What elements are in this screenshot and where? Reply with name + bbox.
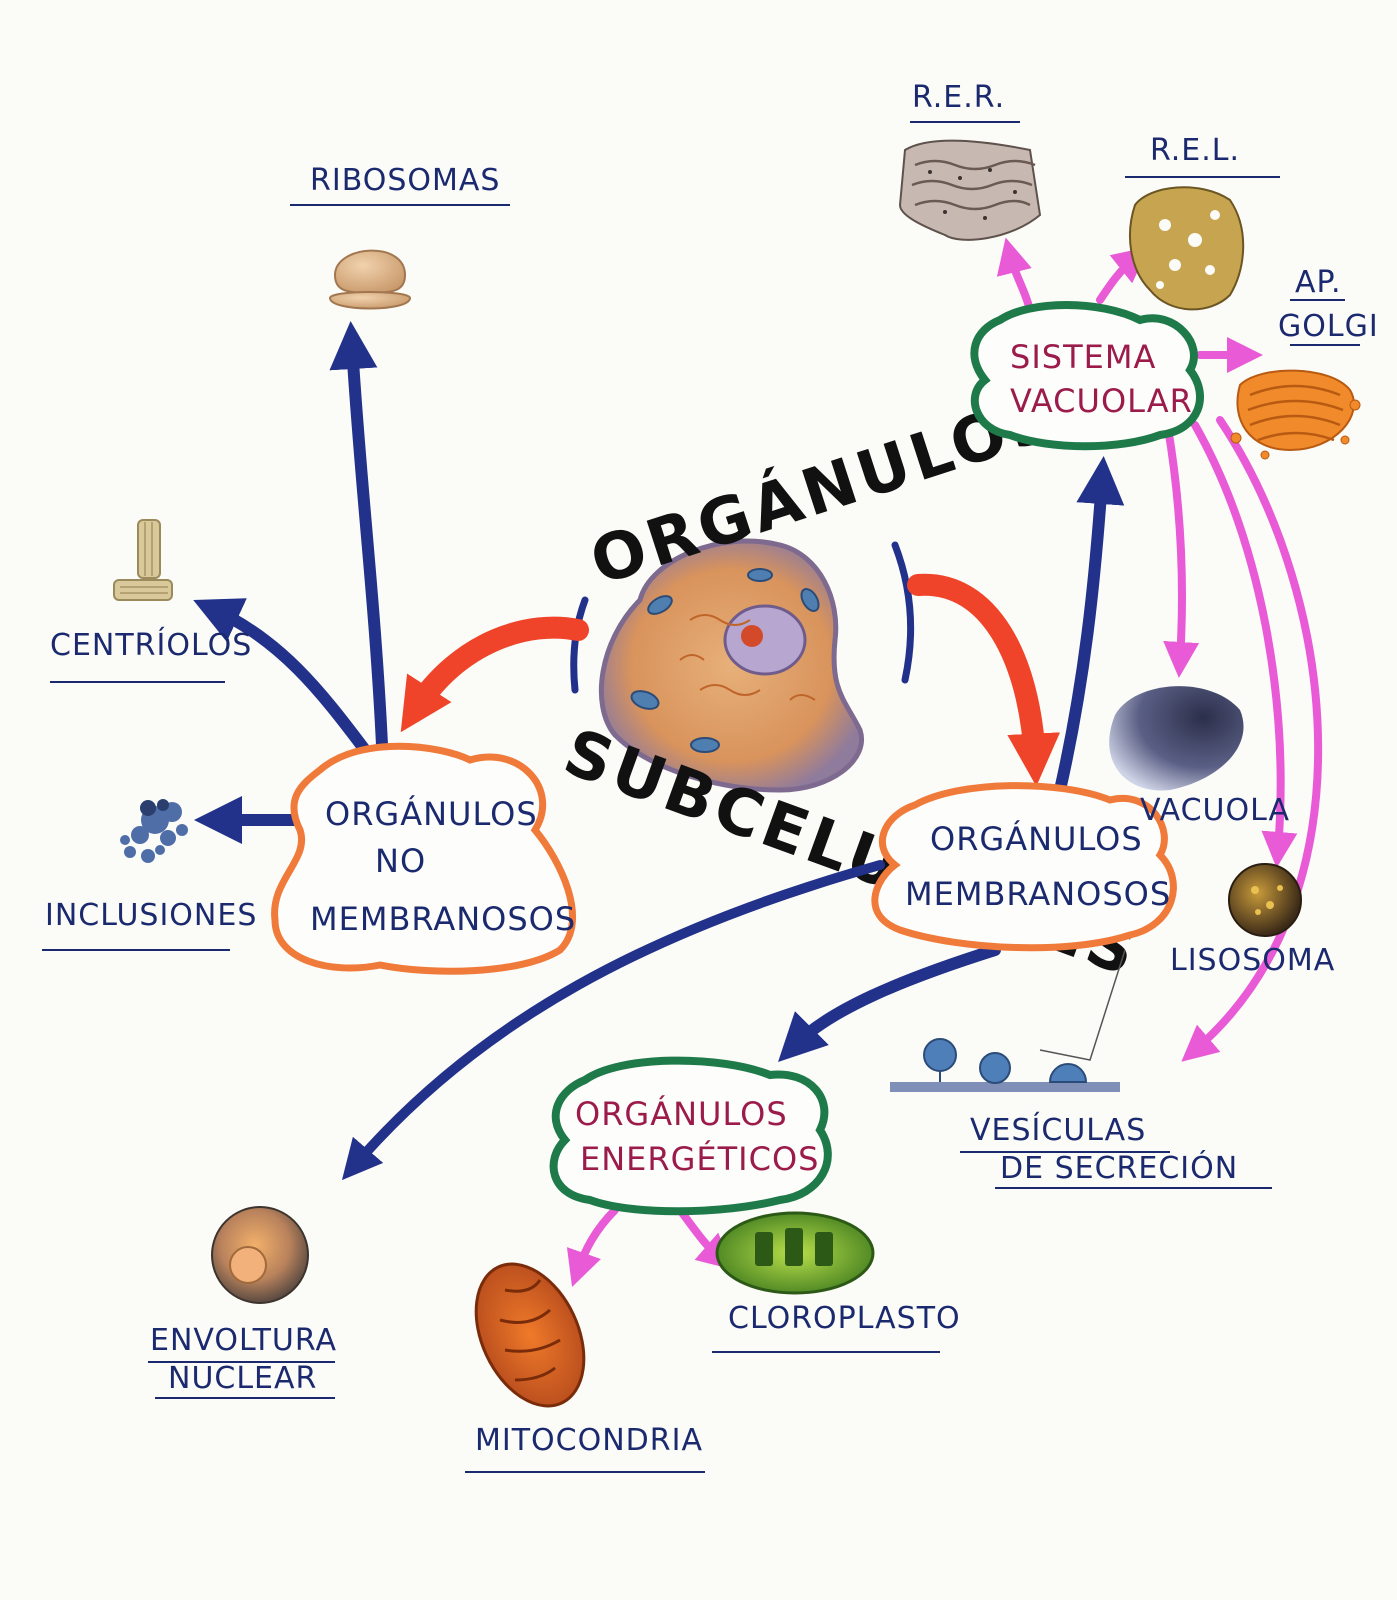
- label-vacuola-text: VACUOLA: [1140, 793, 1290, 828]
- hub-no-membranosos-line1: ORGÁNULOS: [325, 795, 538, 833]
- arrow-to-rel: [1096, 246, 1150, 304]
- bracket-right: [891, 541, 915, 684]
- label-golgi-line1: AP.: [1295, 265, 1341, 300]
- inclusions-picture: [120, 799, 188, 863]
- label-golgi: AP. GOLGI: [1278, 265, 1379, 346]
- ribosome-picture: [328, 249, 412, 310]
- nuclear-envelope-picture: [211, 1206, 309, 1304]
- cell-er: [679, 614, 816, 701]
- arrow-to-sistema-vacuolar: [1054, 456, 1125, 796]
- mitochondrion-picture: [474, 1262, 586, 1408]
- label-ribosomas: RIBOSOMAS: [290, 163, 510, 206]
- golgi-picture: [1230, 369, 1361, 460]
- arrow-to-cloroplasto: [676, 1206, 734, 1270]
- label-vesiculas-line2: DE SECRECIÓN: [1000, 1149, 1238, 1186]
- arrow-to-ribosomas: [329, 321, 388, 751]
- vacuole-picture: [1109, 686, 1244, 791]
- label-golgi-line2: GOLGI: [1278, 309, 1379, 344]
- label-mitocondria-text: MITOCONDRIA: [475, 1423, 703, 1458]
- arrow-to-vesiculas: [1181, 416, 1323, 1062]
- arrow-to-energeticos: [778, 944, 1001, 1062]
- label-rel: R.E.L.: [1125, 133, 1280, 178]
- label-lisosoma-text: LISOSOMA: [1170, 943, 1335, 978]
- label-rer: R.E.R.: [910, 80, 1020, 123]
- arrow-to-rer: [996, 237, 1034, 314]
- label-cloroplasto: CLOROPLASTO: [712, 1301, 961, 1353]
- label-rer-text: R.E.R.: [912, 80, 1005, 115]
- hub-sistema-vacuolar-line2: VACUOLAR: [1010, 382, 1193, 420]
- cloud-energeticos: [549, 1056, 832, 1216]
- label-inclusiones: INCLUSIONES: [42, 898, 257, 951]
- label-ribosomas-text: RIBOSOMAS: [310, 163, 500, 198]
- vesicles-picture: [890, 1038, 1120, 1092]
- label-envoltura: ENVOLTURA NUCLEAR: [148, 1323, 337, 1399]
- hub-membranosos-line2: MEMBRANOSOS: [905, 875, 1171, 913]
- arrow-to-vacuola: [1163, 424, 1200, 678]
- hub-energeticos-line1: ORGÁNULOS: [575, 1095, 788, 1133]
- nucleus: [723, 604, 807, 676]
- cloud-membranosos: [871, 782, 1177, 952]
- bracket-left: [570, 596, 589, 694]
- hub-energeticos-line2: ENERGÉTICOS: [580, 1140, 819, 1178]
- label-rel-text: R.E.L.: [1150, 133, 1240, 168]
- label-vesiculas: VESÍCULAS DE SECRECIÓN: [960, 1112, 1272, 1189]
- label-mitocondria: MITOCONDRIA: [465, 1423, 705, 1473]
- hub-membranosos: ORGÁNULOS MEMBRANOSOS: [871, 782, 1177, 952]
- centriole-picture: [113, 519, 173, 601]
- label-cloroplasto-text: CLOROPLASTO: [728, 1301, 961, 1336]
- arrow-red-right: [907, 573, 1061, 787]
- label-centriolos-text: CENTRÍOLOS: [50, 627, 252, 663]
- cloud-sistema-vacuolar: [970, 301, 1204, 451]
- central-cell: [598, 538, 864, 793]
- rer-picture: [898, 139, 1042, 241]
- hub-sistema-vacuolar: SISTEMA VACUOLAR: [970, 301, 1204, 451]
- label-envoltura-line2: NUCLEAR: [168, 1361, 317, 1396]
- arrow-to-lisosoma: [1191, 421, 1298, 868]
- rel-picture: [1129, 186, 1245, 311]
- cloud-no-membranosos: [271, 742, 577, 975]
- label-centriolos: CENTRÍOLOS: [50, 627, 252, 683]
- chloroplast-picture: [715, 1211, 875, 1295]
- arrow-red-left: [400, 616, 589, 733]
- arrow-to-centriolos: [193, 598, 371, 756]
- hub-energeticos: ORGÁNULOS ENERGÉTICOS: [549, 1056, 832, 1216]
- nucleolus: [741, 625, 763, 647]
- label-inclusiones-text: INCLUSIONES: [45, 898, 257, 933]
- label-envoltura-line1: ENVOLTURA: [150, 1323, 337, 1358]
- hub-no-membranosos-line3: MEMBRANOSOS: [310, 900, 576, 938]
- lysosome-picture: [1228, 863, 1302, 937]
- label-vacuola: VACUOLA: [1140, 793, 1290, 828]
- label-vesiculas-line1: VESÍCULAS: [970, 1112, 1146, 1148]
- arrow-to-mitocondria: [566, 1206, 619, 1287]
- pointer-line-vesiculas: [1039, 949, 1126, 1061]
- hub-no-membranosos-line2: NO: [375, 842, 426, 880]
- label-lisosoma: LISOSOMA: [1170, 943, 1335, 978]
- hub-sistema-vacuolar-line1: SISTEMA: [1010, 338, 1156, 376]
- cell-mitochondria: [630, 568, 820, 753]
- arrow-to-envoltura: [341, 860, 885, 1181]
- hub-no-membranosos: ORGÁNULOS NO MEMBRANOSOS: [271, 742, 577, 975]
- hub-membranosos-line1: ORGÁNULOS: [930, 820, 1143, 858]
